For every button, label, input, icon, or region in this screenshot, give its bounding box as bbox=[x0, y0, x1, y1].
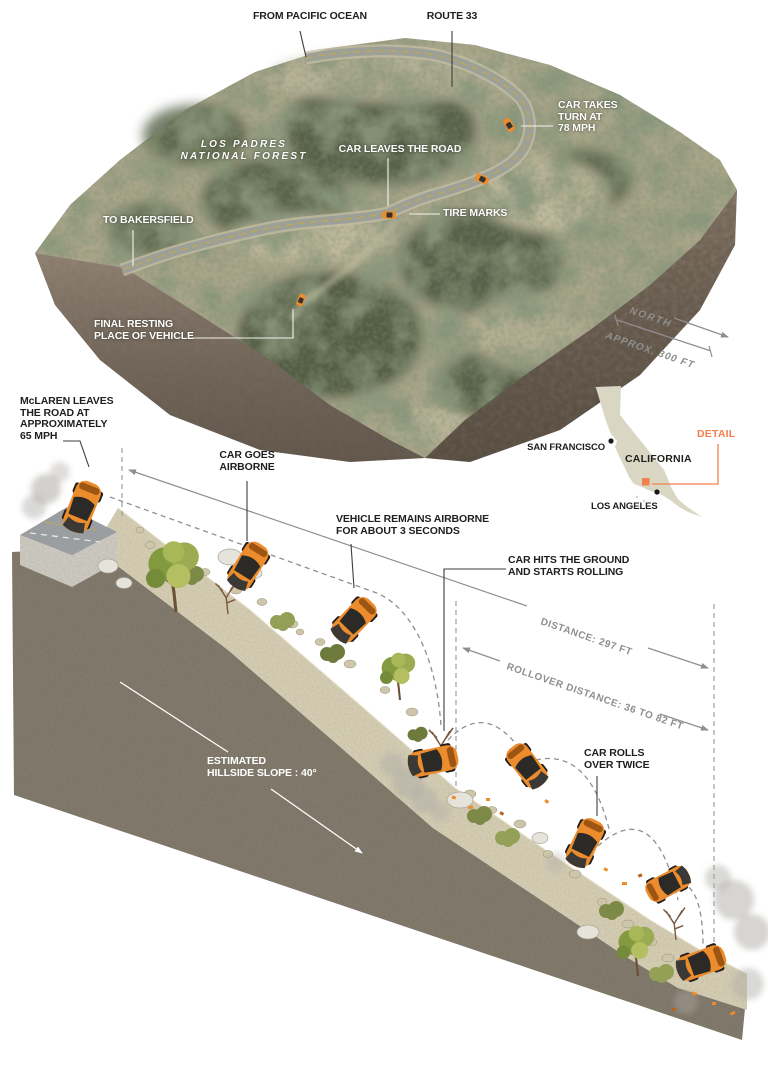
crash-car-3-airborne bbox=[326, 591, 382, 649]
san-francisco-dot bbox=[608, 438, 614, 444]
label-from-pacific-ocean: FROM PACIFIC OCEAN bbox=[252, 10, 368, 22]
label-hillside-slope: ESTIMATED HILLSIDE SLOPE : 40° bbox=[207, 755, 317, 779]
terrain-cliff-right bbox=[425, 190, 737, 462]
leader-from-pacific bbox=[299, 30, 307, 58]
detail-connector-line bbox=[652, 444, 719, 485]
label-car-leaves-road: CAR LEAVES THE ROAD bbox=[338, 143, 462, 155]
aerial-terrain-illustration: NORTH APPROX. 300 FT bbox=[35, 30, 737, 462]
label-vehicle-remains-airborne: VEHICLE REMAINS AIRBORNE FOR ABOUT 3 SEC… bbox=[336, 513, 489, 537]
label-car-takes-turn: CAR TAKES TURN AT 78 MPH bbox=[558, 99, 618, 134]
crash-car-5-rolling bbox=[501, 738, 553, 794]
leader-final-resting bbox=[188, 309, 294, 339]
crash-car-2-airborne bbox=[222, 536, 274, 596]
crash-car-7-rolling bbox=[641, 861, 695, 907]
leader-mclaren bbox=[63, 440, 90, 468]
label-detail: DETAIL bbox=[697, 428, 736, 440]
label-los-angeles: LOS ANGELES bbox=[591, 501, 658, 512]
label-california: CALIFORNIA bbox=[625, 453, 692, 465]
svg-text:DISTANCE: 297 FT: DISTANCE: 297 FT bbox=[539, 616, 634, 658]
hillside-crash-scene: DISTANCE: 297 FT ROLLOVER DISTANCE: 36 T… bbox=[12, 440, 768, 1040]
los-angeles-dot bbox=[654, 489, 660, 495]
rollover-distance-measure: ROLLOVER DISTANCE: 36 TO 82 FT bbox=[462, 647, 709, 732]
label-tire-marks: TIRE MARKS bbox=[443, 207, 508, 219]
svg-text:ROLLOVER DISTANCE: 36 TO 82 FT: ROLLOVER DISTANCE: 36 TO 82 FT bbox=[505, 661, 685, 732]
label-route-33: ROUTE 33 bbox=[426, 10, 478, 22]
label-car-hits-ground: CAR HITS THE GROUND AND STARTS ROLLING bbox=[508, 554, 630, 578]
terrain-cliff-left bbox=[35, 253, 425, 462]
california-shape bbox=[595, 386, 702, 517]
label-final-resting: FINAL RESTING PLACE OF VEHICLE bbox=[94, 318, 194, 342]
label-los-padres: LOS PADRES NATIONAL FOREST bbox=[180, 139, 308, 162]
debris bbox=[451, 795, 736, 1016]
california-map-inset bbox=[595, 386, 719, 517]
road-slab bbox=[20, 507, 117, 587]
slope-angle-arrow bbox=[119, 681, 363, 854]
detail-location-marker bbox=[642, 478, 650, 486]
car-leaves-road-marker bbox=[381, 210, 397, 220]
leader-car-hits bbox=[443, 568, 506, 731]
leader-vehicle-remains bbox=[350, 543, 355, 589]
label-car-rolls-over: CAR ROLLS OVER TWICE bbox=[584, 747, 650, 771]
label-san-francisco: SAN FRANCISCO bbox=[527, 442, 605, 453]
label-to-bakersfield: TO BAKERSFIELD bbox=[103, 214, 194, 226]
label-mclaren-leaves: McLAREN LEAVES THE ROAD AT APPROXIMATELY… bbox=[20, 395, 114, 442]
label-car-goes-airborne: CAR GOES AIRBORNE bbox=[219, 449, 275, 473]
route-33-road bbox=[119, 44, 537, 321]
